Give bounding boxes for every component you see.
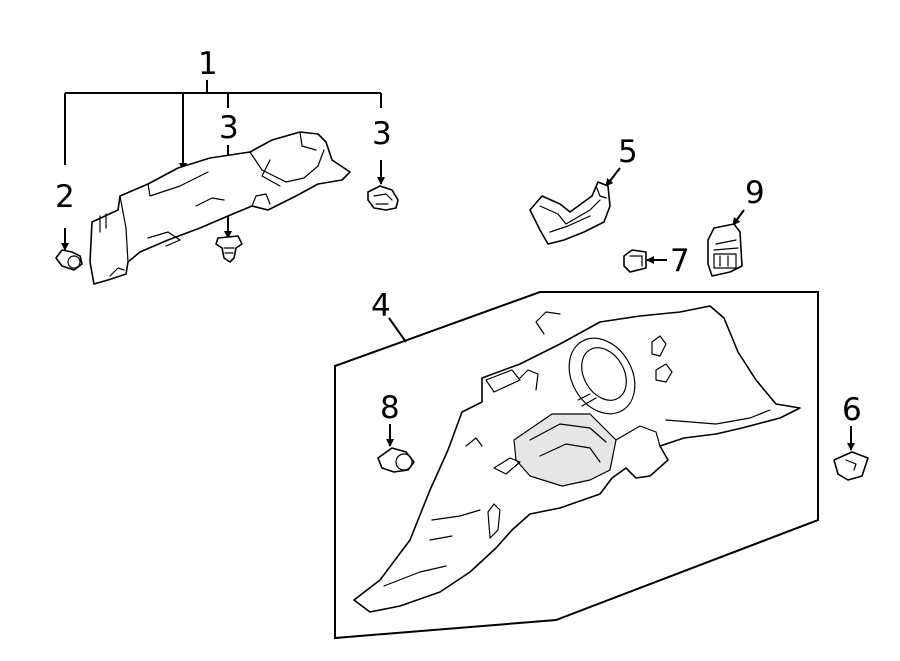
callout-5: 5 (605, 134, 638, 187)
part-3-retainer-clip-right (367, 185, 399, 211)
callout-4-leader (388, 317, 407, 343)
callout-6-label: 6 (842, 392, 862, 428)
part-2-clip (55, 249, 83, 271)
callout-1: 1 (64, 46, 382, 171)
callout-4-label: 4 (371, 288, 391, 324)
callout-9-label: 9 (745, 175, 765, 211)
callout-5-arrow (605, 167, 621, 187)
callout-3-right: 3 (372, 116, 392, 185)
lower-quarter-trim-panel (353, 305, 801, 613)
callout-9: 9 (732, 175, 765, 226)
part-6-cap (833, 451, 869, 481)
callout-7: 7 (646, 243, 690, 279)
part-9-clip (707, 223, 743, 277)
part-8-push-clip (377, 447, 415, 473)
callout-5-label: 5 (618, 134, 638, 170)
callout-3-right-label: 3 (372, 116, 392, 152)
callout-3-left-label: 3 (219, 110, 239, 146)
callout-7-label: 7 (670, 243, 690, 279)
callout-9-arrow (732, 209, 745, 226)
callout-8-label: 8 (380, 390, 400, 426)
callout-2-label: 2 (55, 179, 75, 215)
callout-2: 2 (55, 179, 75, 251)
upper-quarter-trim-panel (89, 131, 351, 285)
part-7-insert (623, 249, 647, 273)
part-3-push-pin-left (215, 235, 243, 263)
callout-4: 4 (371, 288, 407, 343)
callout-6: 6 (842, 392, 862, 451)
part-5-bracket (529, 181, 611, 245)
part-4-group-frame (334, 291, 819, 640)
callout-8: 8 (380, 390, 400, 447)
callout-1-label: 1 (198, 46, 218, 82)
